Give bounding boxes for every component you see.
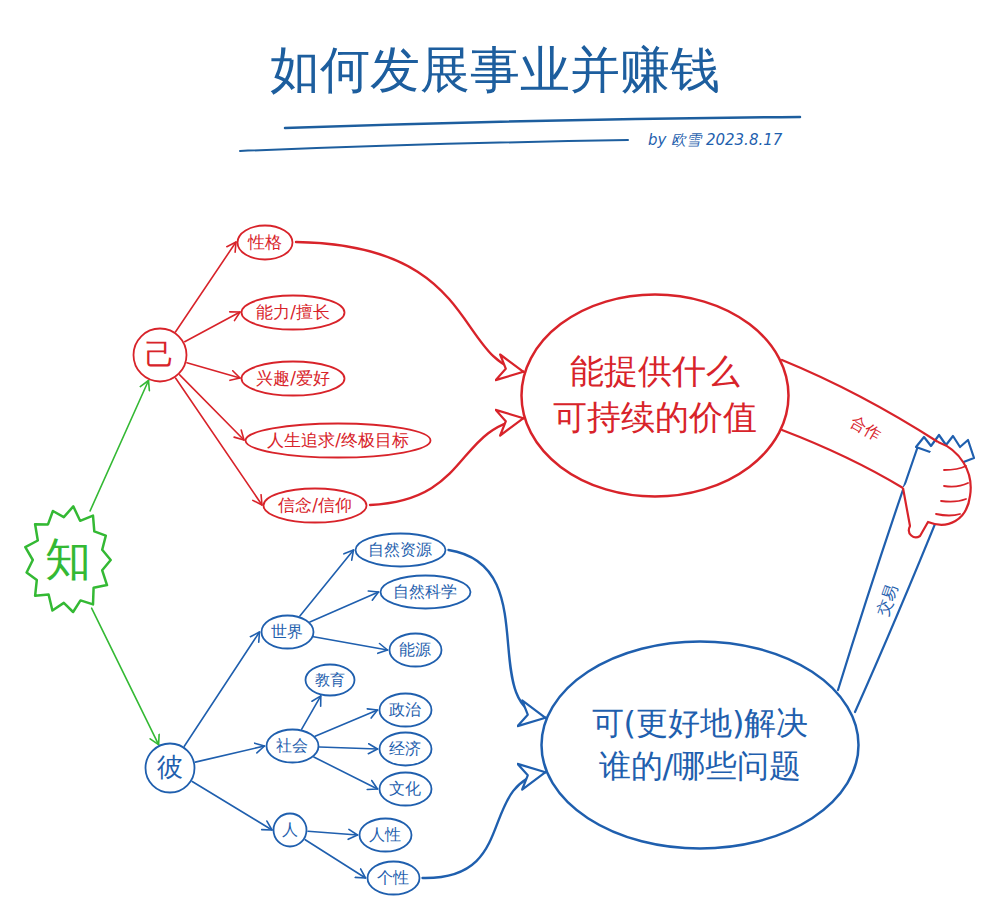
connector-arrow <box>308 831 358 835</box>
node-text: 己 <box>145 337 175 373</box>
node-text: 经济 <box>389 739 421 758</box>
title: 如何发展事业并赚钱 <box>0 40 990 100</box>
ellipse-outline <box>238 225 293 259</box>
topic-node: 信念/信仰 <box>262 487 368 524</box>
node-text: 可(更好地)解决 谁的/哪些问题 <box>588 702 812 788</box>
connector-arrow <box>310 592 379 622</box>
ellipse-outline <box>379 733 431 766</box>
connector-arrow <box>90 381 148 511</box>
ellipse-outline <box>355 534 445 567</box>
author-date: by 欧雪 2023.8.17 <box>648 131 782 149</box>
blue-arm <box>838 446 918 690</box>
ellipse-outline <box>379 694 431 727</box>
ellipse-outline <box>367 862 419 895</box>
ellipse-outline <box>389 634 441 667</box>
node-text: 政治 <box>389 700 421 719</box>
merge-arrow <box>423 772 546 878</box>
topic-node: 教育 <box>304 663 356 697</box>
node-outline <box>520 293 790 498</box>
node-text: 文化 <box>389 779 421 798</box>
ellipse-outline <box>242 295 345 329</box>
connector-arrow <box>302 696 321 729</box>
ellipse-outline <box>359 819 411 852</box>
ellipse-outline <box>264 488 367 522</box>
topic-node: 人 <box>272 812 308 848</box>
connector-arrow <box>195 746 264 762</box>
ellipse-outline <box>379 773 431 806</box>
merge-arrow <box>449 550 546 718</box>
node-text: 自然资源 <box>368 540 432 559</box>
red-hand <box>903 442 971 537</box>
ellipse-outline <box>522 294 789 496</box>
ellipse-outline <box>274 814 307 847</box>
other-circle: 彼 <box>144 742 196 794</box>
topic-node: 世界 <box>260 614 315 650</box>
node-text: 性格 <box>248 232 282 252</box>
node-text: 社会 <box>276 736 308 755</box>
node-text: 知 <box>45 532 91 587</box>
arm-label: 合作 <box>847 412 884 445</box>
node-text: 能源 <box>399 640 431 659</box>
node-text: 教育 <box>315 671 345 689</box>
ellipse-outline <box>242 361 345 395</box>
node-text: 能提供什么 可持续的价值 <box>550 349 761 441</box>
topic-node: 自然科学 <box>379 574 472 610</box>
topic-node: 人性 <box>358 817 413 853</box>
connector-arrow <box>185 312 240 342</box>
node-text: 人性 <box>369 825 401 844</box>
ellipse-outline <box>306 665 355 696</box>
node-text: 兴趣/爱好 <box>256 368 330 388</box>
topic-node: 自然资源 <box>354 532 447 568</box>
node-text: 个性 <box>377 868 409 887</box>
topic-node: 社会 <box>265 728 320 764</box>
node-text: 世界 <box>271 622 303 641</box>
topic-node: 个性 <box>366 860 421 896</box>
hand-finger <box>936 466 968 516</box>
value-bubble: 能提供什么 可持续的价值 <box>520 293 790 498</box>
topic-node: 政治 <box>378 692 433 728</box>
topic-node: 能源 <box>388 632 443 668</box>
connector-arrow <box>315 710 377 736</box>
jagged-outline <box>25 506 110 612</box>
topic-node: 经济 <box>378 731 433 767</box>
node-text: 自然科学 <box>393 582 457 601</box>
ellipse-outline <box>542 642 859 849</box>
connector-arrow <box>187 363 240 378</box>
origin-node: 知 <box>22 504 114 616</box>
connector-arrow <box>314 757 378 789</box>
ellipse-outline <box>266 730 318 763</box>
node-outline <box>540 640 860 850</box>
self-circle: 己 <box>132 327 188 383</box>
connector-arrow <box>92 608 159 745</box>
connector-arrow <box>184 632 259 746</box>
ellipse-outline <box>261 616 313 649</box>
connector-arrow <box>314 637 388 650</box>
red-arm <box>782 430 903 488</box>
title-underline <box>240 140 628 151</box>
topic-node: 文化 <box>378 771 433 807</box>
topic-node: 能力/擅长 <box>240 294 346 331</box>
topic-node: 兴趣/爱好 <box>240 360 346 397</box>
node-text: 人 <box>282 820 298 839</box>
topic-node: 人生追求/终极目标 <box>244 422 432 459</box>
node-text: 信念/信仰 <box>278 495 352 515</box>
ellipse-outline <box>380 576 470 609</box>
ellipse-outline <box>246 423 431 457</box>
connector-arrow <box>305 840 365 878</box>
node-text: 彼 <box>157 752 183 783</box>
ellipse-outline <box>146 744 195 793</box>
connector-arrow <box>320 747 378 749</box>
node-text: 人生追求/终极目标 <box>267 430 409 450</box>
node-text: 能力/擅长 <box>256 302 330 322</box>
problem-bubble: 可(更好地)解决 谁的/哪些问题 <box>540 640 860 850</box>
ellipse-outline <box>134 329 187 382</box>
topic-node: 性格 <box>236 224 294 261</box>
connector-arrow <box>192 782 272 831</box>
title-underline <box>285 117 800 128</box>
